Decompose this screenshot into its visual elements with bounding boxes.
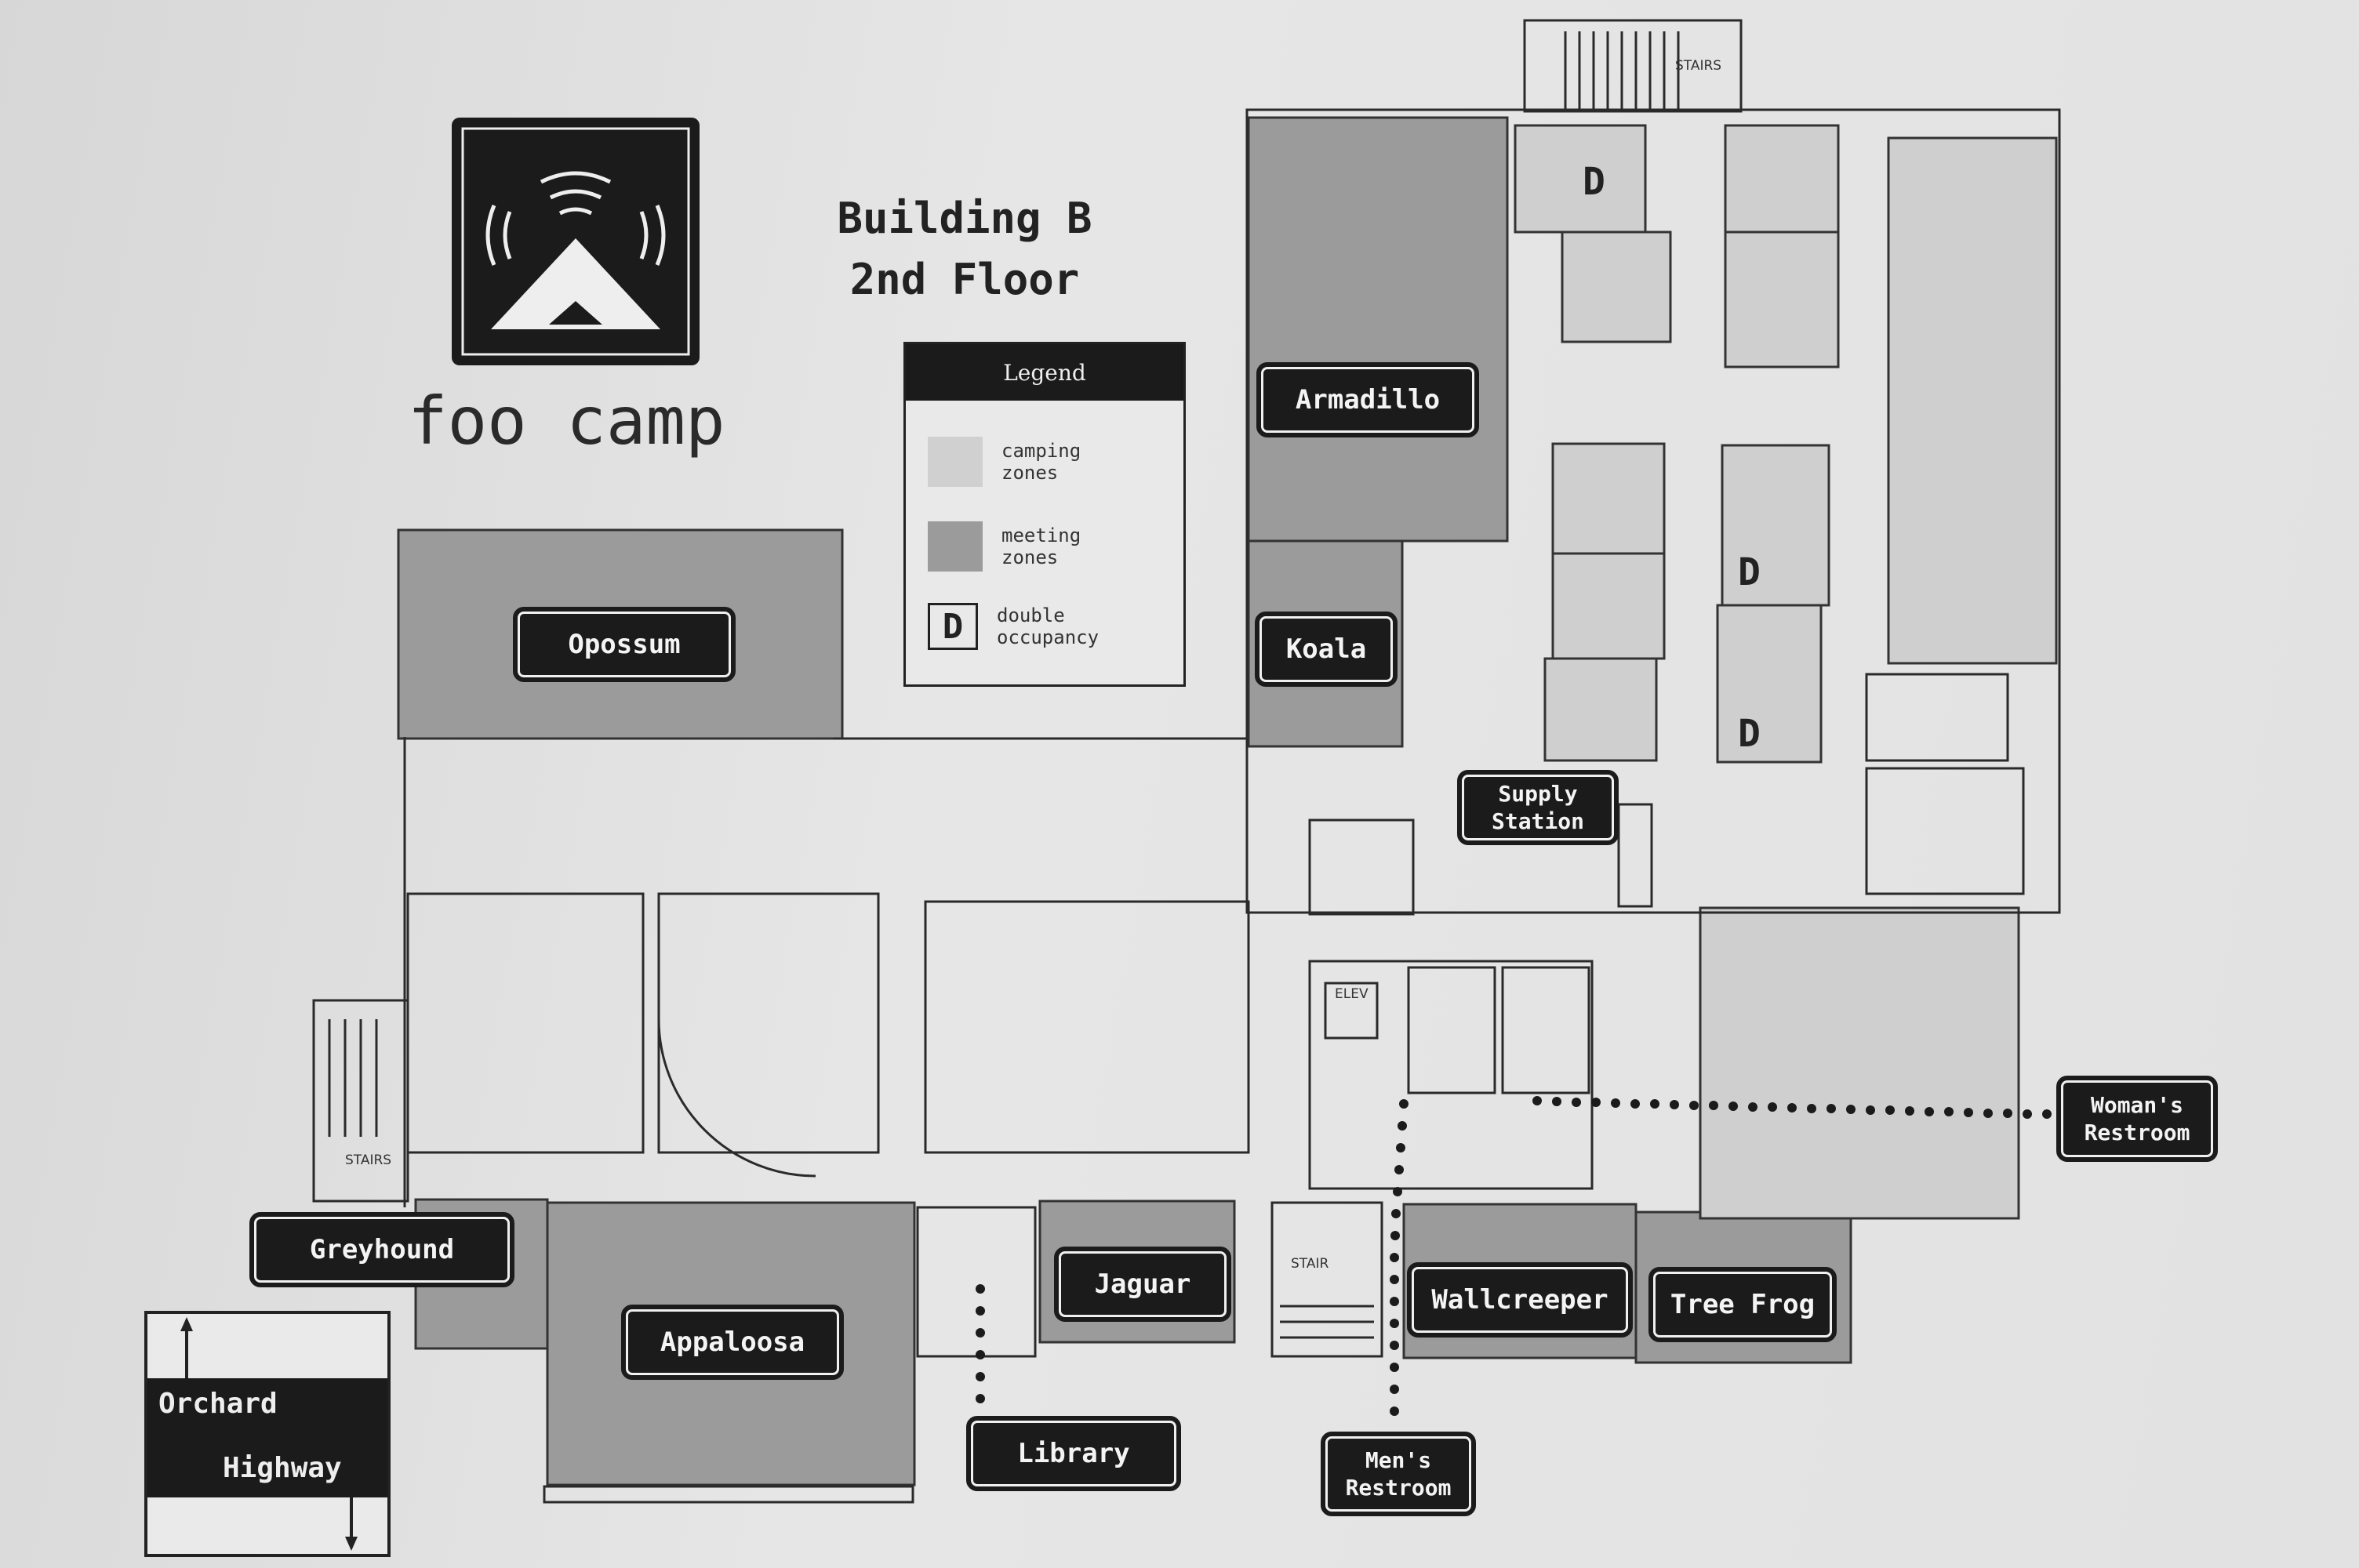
street-orientation: Orchard Highway	[144, 1311, 391, 1557]
room-appaloosa[interactable]: Appaloosa	[621, 1305, 844, 1380]
camping-zone	[1551, 442, 1666, 555]
camping-zone	[1543, 657, 1658, 762]
camping-zone	[1551, 552, 1666, 660]
street-orchard: Orchard	[158, 1388, 278, 1420]
room-wallcreeper[interactable]: Wallcreeper	[1407, 1262, 1633, 1338]
camping-swatch	[928, 437, 983, 487]
room-mens-restroom[interactable]: Men's Restroom	[1321, 1432, 1476, 1516]
legend-item-meeting: meeting zones	[928, 521, 1081, 572]
room-greyhound[interactable]: Greyhound	[249, 1212, 514, 1287]
camping-zone	[1887, 136, 2058, 665]
camping-zone	[1561, 230, 1672, 343]
camping-zone	[1699, 906, 2020, 1220]
camping-zone	[1716, 604, 1823, 764]
legend-label: meeting zones	[1001, 524, 1081, 568]
armadillo-zone	[1247, 116, 1509, 543]
legend-heading: Legend	[906, 344, 1183, 401]
room-armadillo[interactable]: Armadillo	[1256, 362, 1479, 437]
brand-name: foo camp	[408, 383, 725, 459]
camping-zone	[1724, 230, 1840, 368]
street-highway: Highway	[223, 1452, 342, 1484]
legend-item-double: D double occupancy	[928, 603, 1099, 650]
camping-zone	[1724, 124, 1840, 234]
double-occupancy-mark: D	[1583, 160, 1605, 204]
double-occupancy-symbol: D	[928, 603, 978, 650]
tent-broadcast-icon	[452, 118, 700, 365]
legend: Legend camping zones meeting zones D dou…	[903, 342, 1186, 687]
stairs-label: STAIRS	[345, 1152, 392, 1168]
legend-label: double occupancy	[997, 604, 1100, 648]
meeting-swatch	[928, 521, 983, 572]
room-koala[interactable]: Koala	[1255, 612, 1398, 687]
room-womens-restroom[interactable]: Woman's Restroom	[2056, 1076, 2218, 1162]
elevator-label: ELEV	[1335, 986, 1369, 1002]
orientation-arrows-icon	[180, 1317, 358, 1551]
room-opossum[interactable]: Opossum	[513, 607, 736, 682]
legend-label: camping zones	[1001, 440, 1081, 484]
stairs-label: STAIRS	[1675, 58, 1722, 74]
room-supply-station[interactable]: Supply Station	[1457, 770, 1619, 845]
double-occupancy-mark: D	[1738, 712, 1761, 756]
room-tree-frog[interactable]: Tree Frog	[1648, 1267, 1837, 1342]
room-library[interactable]: Library	[966, 1416, 1181, 1491]
stair-label: STAIR	[1291, 1256, 1329, 1272]
room-jaguar[interactable]: Jaguar	[1054, 1247, 1231, 1322]
legend-item-camping: camping zones	[928, 437, 1081, 487]
camping-zone	[1514, 124, 1647, 234]
double-occupancy-mark: D	[1738, 550, 1761, 594]
camping-zone	[1721, 444, 1830, 607]
page-title: Building B 2nd Floor	[837, 194, 1092, 304]
street-band: Orchard Highway	[147, 1378, 387, 1497]
